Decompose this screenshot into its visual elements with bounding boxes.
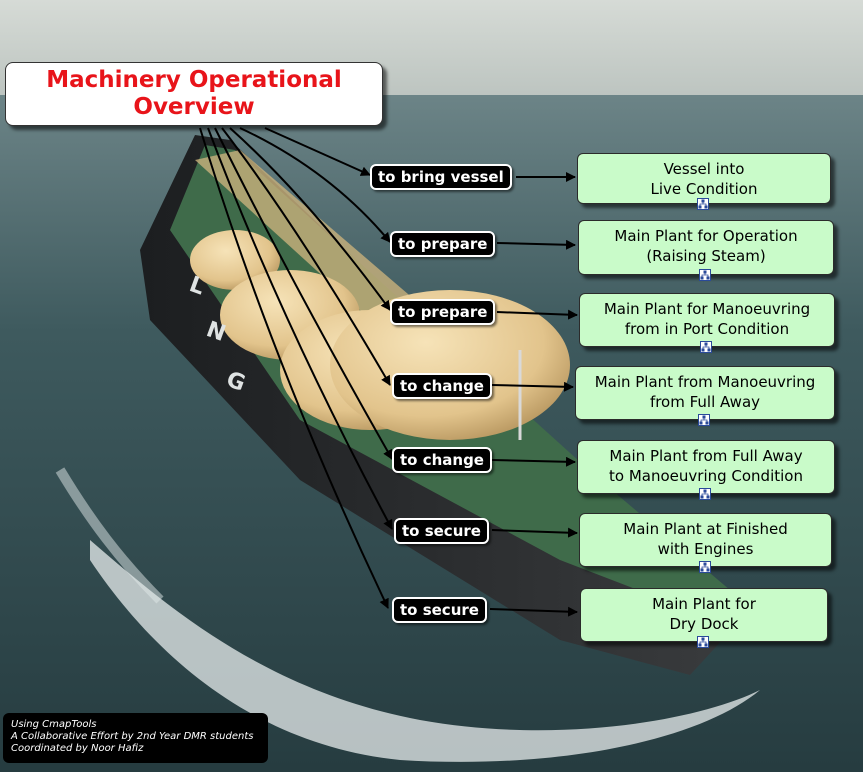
submap-icon[interactable] bbox=[697, 198, 709, 210]
concept-plant-manoeuvring-full-away[interactable]: Main Plant from Manoeuvring from Full Aw… bbox=[575, 366, 835, 426]
credits-line-3: Coordinated by Noor Hafiz bbox=[11, 743, 144, 754]
concept-text: Main Plant for Dry Dock bbox=[652, 595, 756, 633]
credits-line-1: Using CmapTools bbox=[11, 719, 97, 730]
credits-line-2: A Collaborative Effort by 2nd Year DMR s… bbox=[11, 731, 254, 742]
concept-text: Main Plant for Manoeuvring from in Port … bbox=[603, 300, 811, 338]
submap-icon[interactable] bbox=[699, 488, 711, 500]
link-label-3[interactable]: to prepare bbox=[390, 299, 496, 325]
concept-text: Main Plant from Manoeuvring from Full Aw… bbox=[594, 373, 816, 411]
concept-plant-finished-engines[interactable]: Main Plant at Finished with Engines bbox=[579, 513, 832, 573]
submap-icon[interactable] bbox=[699, 269, 711, 281]
link-label-4[interactable]: to change bbox=[392, 373, 492, 399]
submap-icon[interactable] bbox=[700, 341, 712, 353]
title-text: Machinery Operational Overview bbox=[46, 67, 342, 120]
link-label-2[interactable]: to prepare bbox=[390, 231, 496, 257]
credits-box: Using CmapTools A Collaborative Effort b… bbox=[3, 713, 268, 763]
concept-plant-manoeuvring-port[interactable]: Main Plant for Manoeuvring from in Port … bbox=[579, 293, 835, 353]
submap-icon[interactable] bbox=[698, 414, 710, 426]
concept-vessel-live-condition[interactable]: Vessel into Live Condition bbox=[577, 153, 831, 210]
concept-text: Main Plant from Full Away to Manoeuvring… bbox=[609, 447, 803, 485]
submap-icon[interactable] bbox=[698, 561, 711, 573]
concept-plant-operation[interactable]: Main Plant for Operation (Raising Steam) bbox=[578, 220, 834, 281]
main-concept-title[interactable]: Machinery Operational Overview bbox=[5, 62, 383, 126]
concept-text: Vessel into Live Condition bbox=[650, 160, 758, 198]
link-label-5[interactable]: to change bbox=[392, 447, 492, 473]
concept-text: Main Plant at Finished with Engines bbox=[623, 520, 788, 558]
link-label-1[interactable]: to bring vessel bbox=[370, 164, 512, 190]
concept-plant-full-away-manoeuvring[interactable]: Main Plant from Full Away to Manoeuvring… bbox=[577, 440, 835, 500]
submap-icon[interactable] bbox=[697, 636, 709, 648]
link-label-7[interactable]: to secure bbox=[392, 597, 487, 623]
link-label-6[interactable]: to secure bbox=[394, 518, 489, 544]
concept-text: Main Plant for Operation (Raising Steam) bbox=[614, 227, 798, 265]
concept-plant-dry-dock[interactable]: Main Plant for Dry Dock bbox=[580, 588, 828, 648]
